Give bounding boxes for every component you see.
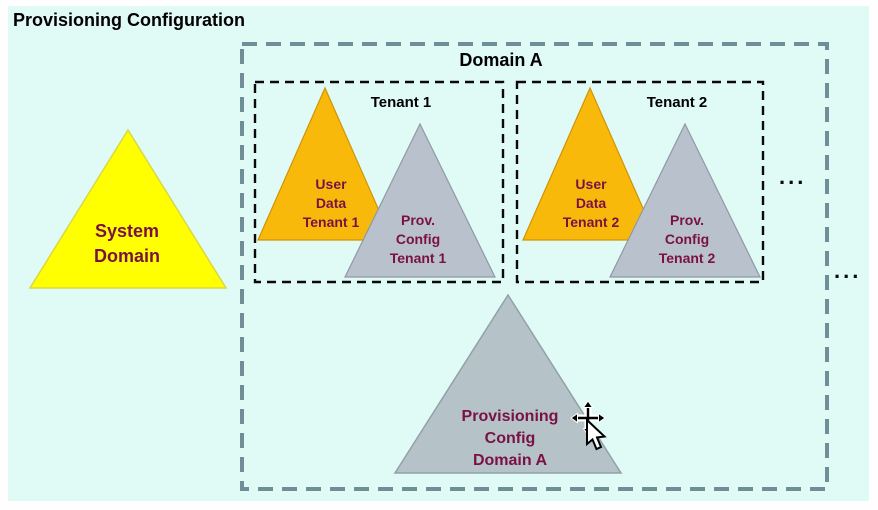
system-domain-label: System Domain [94,219,160,269]
label-line: Domain A [472,452,548,469]
label-line: Data [315,195,347,211]
provisioning-config-domain-a-triangle[interactable] [393,293,623,474]
prov-config-tenant-1-label: Prov. Config Tenant 1 [390,211,447,268]
prov-config-tenant-1-triangle [344,122,496,278]
tenant-2-label: Tenant 2 [646,94,708,111]
user-data-tenant-2-triangle [522,86,658,241]
domain-a-box [240,42,829,491]
label-line: Data [575,195,607,211]
label-line: Config [395,231,441,247]
user-data-tenant-1-triangle [257,86,393,241]
label-line: Tenant 2 [658,250,716,266]
move-cursor-icon [570,400,612,452]
system-domain-line-2: Domain [93,246,161,266]
label-line: Tenant 2 [562,214,620,230]
page-title: Provisioning Configuration [13,10,245,30]
label-line: User [315,176,347,192]
label-line: User [575,176,607,192]
prov-config-tenant-2-label: Prov. Config Tenant 2 [659,211,716,268]
tenant-1-box [253,80,505,284]
tenant-1-label: Tenant 1 [370,94,432,111]
user-data-tenant-1-label: User Data Tenant 1 [303,175,360,232]
domain-a-label: Domain A [459,50,543,70]
label-line: Config [664,231,710,247]
provisioning-config-domain-a-label: Provisioning Config Domain A [462,406,559,472]
more-domains-ellipsis: ... [834,258,862,283]
label-line: Config [484,430,536,447]
pointer-arrow [586,417,607,451]
label-line: Prov. [670,212,704,228]
prov-config-tenant-2-triangle [609,122,761,278]
system-domain-line-1: System [94,221,160,241]
more-tenants-ellipsis: ... [779,164,807,189]
label-line: Tenant 1 [302,214,360,230]
label-line: Prov. [401,212,435,228]
move-cursor-svg [570,400,607,451]
label-line: Provisioning [461,408,559,425]
user-data-tenant-2-label: User Data Tenant 2 [563,175,620,232]
system-domain-triangle [28,128,228,289]
label-line: Tenant 1 [389,250,447,266]
tenant-2-box [515,80,765,284]
